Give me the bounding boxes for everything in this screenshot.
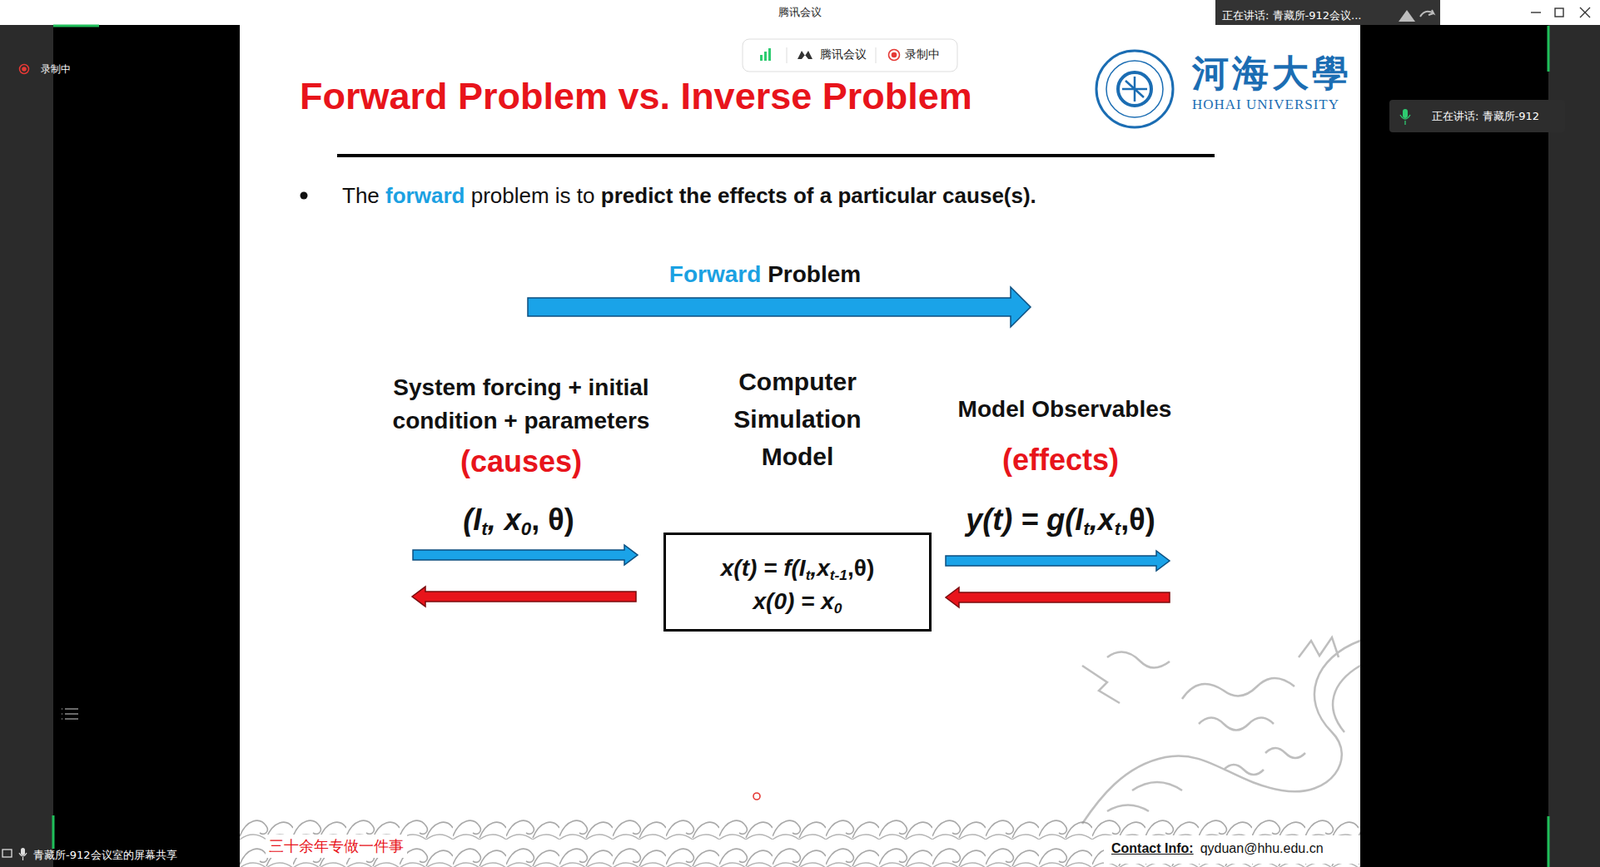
- speaker-panel-part: 正在讲话: 青藏所-912: [1431, 109, 1540, 123]
- title-rule: [337, 154, 1215, 158]
- app-logo: [797, 50, 813, 60]
- bullet-text-part: predict the effects of a particular caus…: [601, 183, 1037, 209]
- formula-text: x(0) = x0: [753, 586, 843, 620]
- model-box: Computer Simulation Modelx(t) = f(It,xt-…: [663, 532, 932, 632]
- effects-formula-part: y(t) = g(I: [965, 502, 1084, 537]
- effects-formula-part: ,θ): [1120, 502, 1155, 537]
- share-status-part: 青藏所-912会议室的屏幕共享: [33, 849, 178, 862]
- window-title-part: 腾讯会议: [778, 5, 822, 19]
- forward-heading-part: Problem: [767, 261, 861, 288]
- left-strip: [0, 24, 54, 867]
- effects-formula-part: t: [1114, 518, 1121, 540]
- formula-part: x(0) = x: [753, 588, 835, 615]
- speaker-panel-bg: [1389, 99, 1566, 133]
- formula-part: x(t) = f(I: [720, 555, 806, 582]
- effects-formula-part: t: [1083, 518, 1089, 540]
- dragon-illustration: [1082, 637, 1361, 825]
- causes-label-part: (causes): [460, 444, 582, 479]
- university-english: HOHAI UNIVERSITY: [1192, 96, 1340, 114]
- share-icon: [2, 849, 12, 858]
- share-area: [53, 24, 1549, 867]
- record-status-part: 录制中: [40, 63, 71, 75]
- forward-heading: ForwardProblem: [669, 261, 861, 289]
- university-name-part: 河海大學: [1192, 53, 1352, 95]
- window-controls: [1530, 7, 1591, 18]
- speaker-tip-part: 正在讲话: 青藏所-912会议...: [1222, 9, 1362, 22]
- toolbar-pill: [742, 39, 958, 72]
- share-status: 青藏所-912会议室的屏幕共享: [33, 848, 178, 864]
- causes-formula-part: , θ): [531, 502, 574, 537]
- university-name: 河海大學: [1192, 49, 1352, 99]
- record-icon: [889, 49, 900, 61]
- toolbar-app: 腾讯会议: [819, 47, 867, 63]
- forward-arrow: [527, 287, 1031, 328]
- university-english-part: HOHAI UNIVERSITY: [1192, 96, 1340, 113]
- speaker-tip: 正在讲话: 青藏所-912会议...: [1222, 8, 1362, 24]
- window-title: 腾讯会议: [778, 4, 822, 20]
- slide: [239, 24, 1361, 867]
- causes-label: (causes): [460, 444, 582, 480]
- effects-label-part: (effects): [1002, 442, 1119, 478]
- formula-text: x(t) = f(It,xt-1,θ): [720, 553, 875, 587]
- formula-line: x(t) = f(It,xt-1,θ): [665, 553, 930, 584]
- contact-info: Contact Info: qyduan@hhu.edu.cn: [1111, 841, 1324, 857]
- formula-part: 0: [834, 600, 843, 617]
- causes-formula: (It, x0, θ): [462, 502, 574, 538]
- formula-part: ,θ): [847, 555, 875, 582]
- causes-text: System forcing + initial condition + par…: [383, 371, 659, 438]
- causes-text-part: System forcing + initial condition + par…: [392, 374, 651, 434]
- speaker-panel: 正在讲话: 青藏所-912: [1431, 109, 1540, 125]
- formula-part: t: [805, 566, 811, 584]
- university-seal: [1096, 50, 1173, 128]
- inverse-arrow: [945, 587, 1170, 608]
- pointer-dot: [753, 793, 761, 800]
- tip-icons: [1398, 9, 1434, 22]
- slide-title-part: Forward Problem vs. Inverse Problem: [299, 74, 973, 118]
- wave-border: [239, 811, 1361, 867]
- share-corners: [53, 25, 1549, 867]
- contact-patch: [1103, 835, 1361, 865]
- slide-title: Forward Problem vs. Inverse Problem: [299, 74, 973, 119]
- mic-icon: [1402, 109, 1408, 119]
- list-icon: [61, 709, 79, 720]
- forward-arrow: [945, 551, 1170, 572]
- formula-part: ,x: [809, 555, 830, 582]
- observables-text-part: Model Observables: [958, 396, 1173, 423]
- formula-line: x(0) = x0: [665, 586, 930, 617]
- causes-formula-part: 0: [521, 518, 532, 540]
- contact-info-part: qyduan@hhu.edu.cn: [1200, 841, 1324, 856]
- bullet-text-part: The: [342, 183, 380, 209]
- bullet-text: Theforwardproblem is topredict the effec…: [342, 183, 1037, 209]
- model-heading: Computer Simulation Model: [705, 362, 890, 476]
- signal-icon: [760, 48, 771, 61]
- bullet-dot: [300, 192, 309, 200]
- forward-heading-part: Forward: [669, 261, 761, 288]
- toolbar-app-part: 腾讯会议: [819, 47, 867, 61]
- bullet-text-part: forward: [385, 183, 465, 209]
- record-icon: [19, 64, 30, 75]
- causes-formula-part: , x: [487, 502, 522, 537]
- effects-formula: y(t) = g(It,xt,θ): [965, 502, 1155, 538]
- bullet-text-part: problem is to: [471, 183, 596, 209]
- toolbar-record-part: 录制中: [904, 47, 940, 61]
- causes-formula-part: (I: [462, 502, 482, 537]
- effects-label: (effects): [1002, 442, 1119, 478]
- toolbar-record: 录制中: [904, 47, 940, 63]
- slogan: 三十余年专做一件事: [265, 834, 408, 859]
- formula-part: t-1: [829, 566, 848, 584]
- effects-formula-part: ,x: [1089, 502, 1115, 537]
- record-status: 录制中: [40, 62, 71, 77]
- inverse-arrow: [412, 586, 637, 607]
- causes-formula-part: t: [481, 518, 487, 540]
- mic-icon: [20, 848, 25, 856]
- observables-text: Model Observables: [958, 396, 1173, 423]
- contact-info-part: Contact Info:: [1111, 841, 1194, 856]
- slogan-part: 三十余年专做一件事: [268, 837, 404, 855]
- right-strip: [1548, 24, 1600, 867]
- forward-arrow: [412, 545, 638, 566]
